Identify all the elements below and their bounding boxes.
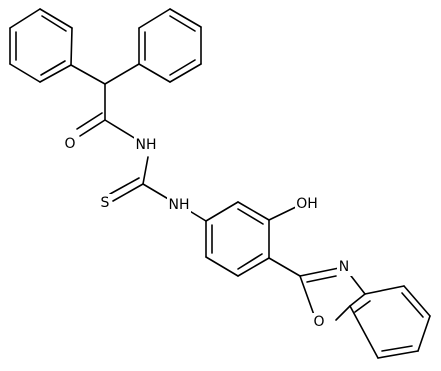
atom-label-nh-amide: NH <box>134 136 158 153</box>
bond <box>381 345 413 352</box>
bond <box>40 60 66 76</box>
bond <box>104 63 140 85</box>
atom-label-nh-aryl: NH <box>167 196 191 213</box>
bond <box>364 285 405 295</box>
bond <box>354 300 371 313</box>
oxazole-oxygen-label: O <box>313 314 324 330</box>
amide-nh-label: NH <box>136 137 157 153</box>
bond <box>138 63 171 83</box>
bond <box>169 8 202 28</box>
bond <box>70 64 106 85</box>
bond <box>401 292 424 318</box>
atom-label-oh: OH <box>295 195 320 212</box>
bond <box>142 183 171 201</box>
bond <box>76 112 103 130</box>
bond <box>142 156 149 185</box>
thiocarbonyl-sulfur-label: S <box>101 195 110 211</box>
bond <box>299 267 340 277</box>
bond <box>237 257 270 277</box>
phenyl-ring-left <box>9 8 73 83</box>
bond <box>237 208 264 225</box>
bond <box>169 15 196 32</box>
bond <box>205 256 239 277</box>
bond <box>41 15 67 32</box>
atom-label-s-thio: S <box>98 194 112 211</box>
thiourea-group <box>109 156 171 202</box>
bond <box>237 201 270 221</box>
bond <box>70 27 73 66</box>
bond <box>268 257 301 277</box>
bond <box>79 119 106 137</box>
bond <box>237 253 263 270</box>
atom-label-n-oxazole: N <box>337 259 352 276</box>
bond <box>268 205 299 221</box>
bond <box>306 275 337 283</box>
carbonyl-oxygen-label: O <box>64 136 75 152</box>
bond <box>299 275 315 316</box>
diphenylacetyl-chain <box>70 63 140 140</box>
hydroxyl-label: OH <box>296 196 318 212</box>
bond <box>403 285 431 317</box>
bond <box>377 350 419 359</box>
bond <box>9 63 41 83</box>
bond <box>39 8 73 29</box>
bond <box>169 59 196 76</box>
bond <box>109 177 140 195</box>
bond <box>335 305 351 321</box>
bond <box>349 305 379 359</box>
bond <box>169 63 202 83</box>
phenyl-ring-right <box>138 8 202 83</box>
bond <box>417 315 431 352</box>
bond <box>112 183 144 202</box>
bond <box>138 8 171 29</box>
aryl-nh-label: NH <box>169 197 190 213</box>
bond <box>349 293 366 307</box>
bond <box>9 8 41 29</box>
atom-label-o-carbonyl: O <box>63 136 78 153</box>
bond <box>104 119 137 140</box>
bond <box>39 64 72 83</box>
oxazole-nitrogen-label: N <box>339 259 349 275</box>
bond <box>205 201 239 222</box>
atom-label-o-oxazole: O <box>312 313 327 330</box>
